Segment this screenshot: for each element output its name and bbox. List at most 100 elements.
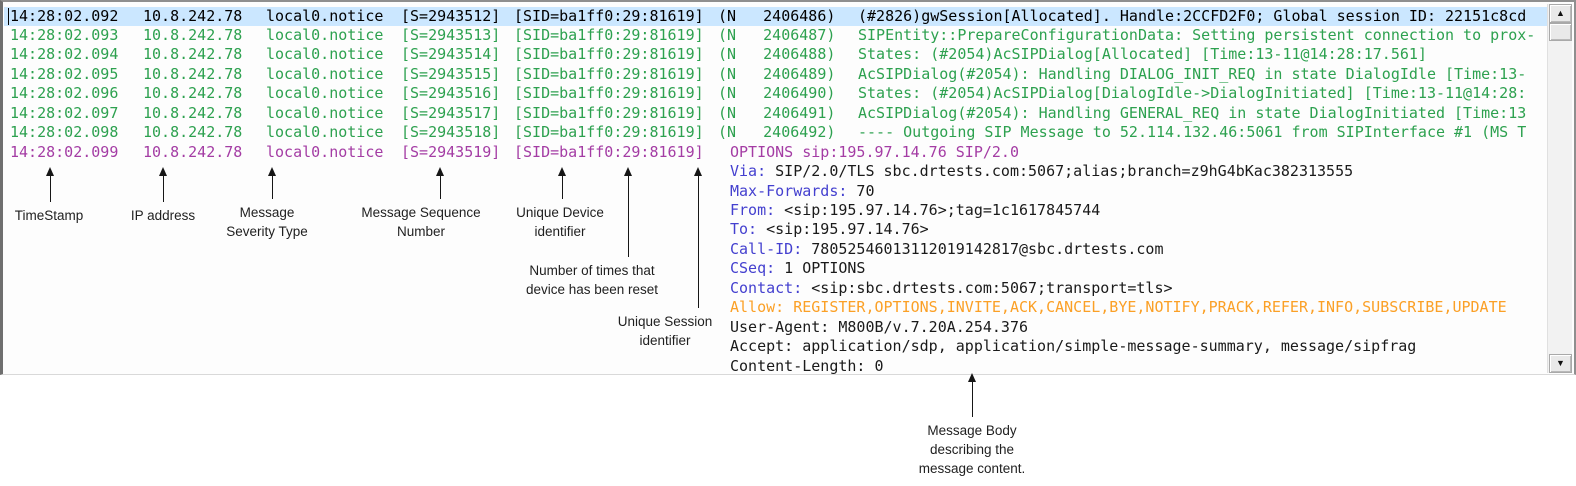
log-ip-address: 10.8.242.78	[143, 84, 243, 103]
annotation-arrow-line	[627, 174, 629, 257]
sip-header-value: <sip:195.97.14.76>;tag=1c1617845744	[775, 201, 1101, 219]
sip-header-value: 78052546013112019142817@sbc.drtests.com	[802, 239, 1164, 258]
sip-header-name: To:	[730, 220, 758, 239]
up-arrow-icon: ▲	[1556, 8, 1565, 18]
text-caret	[8, 7, 9, 25]
sip-body-line: Via: SIP/2.0/TLS sbc.drtests.com:5067;al…	[730, 162, 1353, 182]
log-sequence-number: [S=2943519]	[401, 142, 501, 161]
vertical-scrollbar[interactable]: ▲ ▼	[1547, 4, 1572, 373]
annotation-arrow-head	[158, 167, 167, 176]
log-severity: local0.notice	[266, 142, 384, 161]
sip-header-name: Call-ID:	[730, 239, 803, 258]
log-ip-address: 10.8.242.78	[143, 45, 243, 64]
syslog-viewer-panel: 14:28:02.092 10.8.242.78 local0.notice [S=2…	[0, 0, 1576, 375]
annotation-arrow-head	[267, 167, 276, 176]
log-timestamp: 14:28:02.092	[10, 6, 119, 25]
log-message-text: OPTIONS sip:195.97.14.76 SIP/2.0	[730, 142, 1019, 161]
log-session-id: [SID=ba1ff0:29:81619]	[514, 142, 704, 161]
log-message-text: (#2826)gwSession[Allocated]. Handle:2CCF…	[858, 6, 1527, 25]
log-sequence-number: [S=2943514]	[401, 45, 501, 64]
annotation-arrow-line	[697, 174, 699, 308]
log-message-area[interactable]: 14:28:02.092 10.8.242.78 local0.notice [S=2…	[3, 2, 1548, 374]
log-timestamp: 14:28:02.093	[10, 25, 119, 44]
sip-body-line: Accept: application/sdp, application/sim…	[730, 337, 1417, 356]
log-ip-address: 10.8.242.78	[143, 64, 243, 83]
log-severity: local0.notice	[266, 64, 384, 83]
sip-header-name: CSeq:	[730, 259, 776, 278]
sip-body-line: From: <sip:195.97.14.76>;tag=1c161784574…	[730, 201, 1100, 221]
log-session-id: [SID=ba1ff0:29:81619]	[514, 64, 704, 83]
log-session-id: [SID=ba1ff0:29:81619]	[514, 123, 704, 142]
sip-body-line: Call-ID: 78052546013112019142817@sbc.drt…	[730, 240, 1163, 260]
log-session-id: [SID=ba1ff0:29:81619]	[514, 25, 704, 44]
log-timestamp: 14:28:02.099	[10, 142, 119, 161]
sip-body-line: Allow: REGISTER,OPTIONS,INVITE,ACK,CANCE…	[730, 298, 1507, 317]
sip-header-name: Via:	[730, 162, 767, 181]
annotation-arrow-head	[967, 373, 976, 382]
annotation-arrow-line	[49, 174, 51, 202]
log-message-text: AcSIPDialog(#2054): Handling DIALOG_INIT…	[858, 64, 1527, 83]
annotation-arrow-line	[561, 174, 563, 199]
scroll-down-button[interactable]: ▼	[1549, 354, 1572, 373]
log-code: (N 2406487)	[718, 25, 836, 44]
log-message-text: ---- Outgoing SIP Message to 52.114.132.…	[858, 123, 1527, 142]
log-severity: local0.notice	[266, 25, 384, 44]
annotation-arrow-line	[971, 380, 973, 417]
log-severity: local0.notice	[266, 84, 384, 103]
log-sequence-number: [S=2943512]	[401, 6, 501, 25]
ip-address-label: IP address	[130, 208, 196, 223]
log-code: (N 2406486)	[718, 6, 836, 25]
sip-body-line: Max-Forwards: 70	[730, 182, 875, 202]
scrollbar-thumb[interactable]	[1549, 23, 1572, 41]
log-severity: local0.notice	[266, 103, 384, 122]
log-sequence-number: [S=2943518]	[401, 123, 501, 142]
log-code: (N 2406490)	[718, 84, 836, 103]
sip-header-value: SIP/2.0/TLS sbc.drtests.com:5067;alias;b…	[766, 162, 1354, 181]
timestamp-label: TimeStamp	[14, 208, 84, 223]
log-ip-address: 10.8.242.78	[143, 123, 243, 142]
log-timestamp: 14:28:02.097	[10, 103, 119, 122]
log-code: (N 2406491)	[718, 103, 836, 122]
log-ip-address: 10.8.242.78	[143, 142, 243, 161]
sip-body-line: CSeq: 1 OPTIONS	[730, 259, 865, 279]
annotation-arrow-head	[45, 167, 54, 176]
sip-body-line: Content-Length: 0	[730, 356, 884, 374]
log-sequence-number: [S=2943515]	[401, 64, 501, 83]
log-message-text: SIPEntity::PrepareConfigurationData: Set…	[858, 25, 1536, 44]
sip-header-value: 1 OPTIONS	[775, 259, 866, 278]
log-session-id: [SID=ba1ff0:29:81619]	[514, 45, 704, 64]
sip-body-line: To: <sip:195.97.14.76>	[730, 220, 929, 240]
annotation-arrow-line	[439, 174, 441, 199]
log-ip-address: 10.8.242.78	[143, 6, 243, 25]
sip-header-name: Max-Forwards:	[730, 181, 848, 200]
log-sequence-number: [S=2943513]	[401, 25, 501, 44]
log-severity: local0.notice	[266, 123, 384, 142]
log-session-id: [SID=ba1ff0:29:81619]	[514, 6, 704, 25]
sip-header-name: Contact:	[730, 278, 803, 297]
log-message-text: AcSIPDialog(#2054): Handling GENERAL_REQ…	[858, 103, 1527, 122]
sip-header-name: From:	[730, 201, 776, 219]
log-ip-address: 10.8.242.78	[143, 25, 243, 44]
sip-body-line: Contact: <sip:sbc.drtests.com:5067;trans…	[730, 279, 1173, 299]
log-timestamp: 14:28:02.098	[10, 123, 119, 142]
log-code: (N 2406492)	[718, 123, 836, 142]
log-session-id: [SID=ba1ff0:29:81619]	[514, 103, 704, 122]
sip-body-line: User-Agent: M800B/v.7.20A.254.376	[730, 317, 1029, 336]
down-arrow-icon: ▼	[1556, 358, 1565, 368]
log-code: (N 2406488)	[718, 45, 836, 64]
sip-header-value: <sip:195.97.14.76>	[757, 220, 929, 239]
log-sequence-number: [S=2943517]	[401, 103, 501, 122]
log-session-id: [SID=ba1ff0:29:81619]	[514, 84, 704, 103]
sip-header-value: <sip:sbc.drtests.com:5067;transport=tls>	[802, 278, 1173, 297]
log-timestamp: 14:28:02.094	[10, 45, 119, 64]
scroll-up-button[interactable]: ▲	[1549, 4, 1572, 23]
annotation-arrow-head	[623, 167, 632, 176]
log-severity: local0.notice	[266, 45, 384, 64]
annotation-arrow-line	[271, 174, 273, 199]
log-message-text: States: (#2054)AcSIPDialog[DialogIdle->D…	[858, 84, 1527, 103]
log-timestamp: 14:28:02.096	[10, 84, 119, 103]
